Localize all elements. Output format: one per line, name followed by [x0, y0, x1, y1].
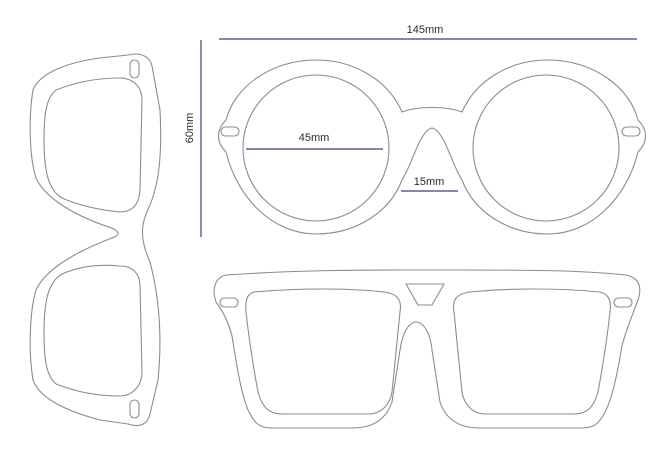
- vertical-top-hinge-slot: [129, 59, 140, 79]
- vertical-bottom-lens: [43, 264, 143, 397]
- navigator-left-hinge-slot: [219, 297, 239, 308]
- lens-height-label: 60mm: [184, 113, 196, 144]
- vertical-frame-outline: [29, 53, 162, 427]
- round-frame: [217, 59, 647, 235]
- vertical-wayfarer-frame: [29, 53, 162, 427]
- bridge-width-label: 15mm: [414, 176, 445, 188]
- total-width-label: 145mm: [407, 24, 444, 36]
- vertical-bottom-hinge-slot: [129, 399, 140, 419]
- navigator-frame: [213, 269, 641, 429]
- round-left-hinge-slot: [220, 126, 240, 137]
- navigator-frame-outline: [213, 269, 641, 429]
- navigator-right-hinge-slot: [613, 297, 633, 308]
- round-left-lens: [242, 74, 390, 222]
- round-right-hinge-slot: [621, 126, 641, 137]
- round-right-lens: [472, 74, 620, 222]
- lens-width-label: 45mm: [299, 132, 330, 144]
- navigator-nose-bridge: [405, 283, 445, 306]
- navigator-left-lens: [245, 288, 402, 415]
- vertical-top-lens: [43, 77, 143, 213]
- round-frame-outline: [217, 59, 647, 235]
- navigator-right-lens: [452, 288, 612, 415]
